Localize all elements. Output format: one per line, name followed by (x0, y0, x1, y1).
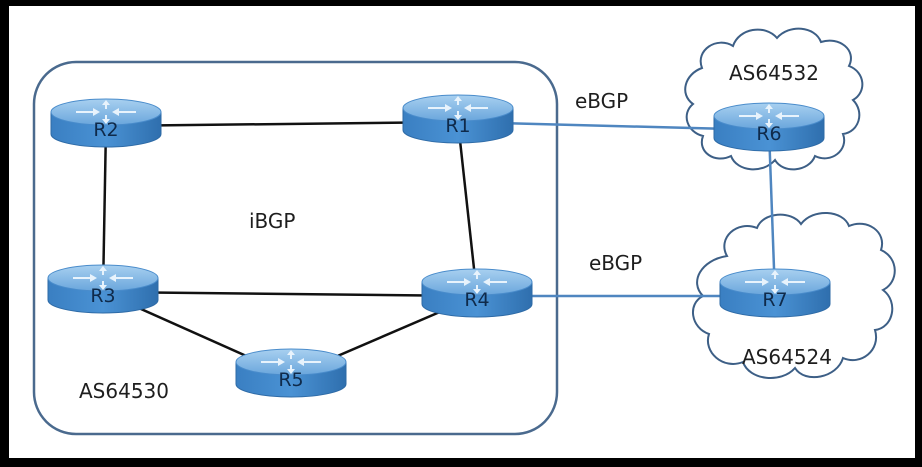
router-r1[interactable]: R1 (402, 94, 514, 144)
diagram-canvas: R1 R2 R3 R4 R5 R6 R7 iBGP eBGP (9, 6, 915, 458)
as64524-cloud (692, 211, 896, 380)
link-r2-r1 (105, 120, 459, 128)
router-label: R1 (445, 115, 470, 137)
router-r4[interactable]: R4 (421, 268, 533, 318)
as64532-label: AS64532 (729, 61, 819, 85)
router-top (402, 94, 514, 122)
router-r2[interactable]: R2 (50, 98, 162, 148)
router-arrows-icon (73, 266, 133, 290)
router-top (719, 268, 831, 296)
router-arrows-icon (745, 270, 805, 294)
router-top (50, 98, 162, 126)
router-top (713, 102, 825, 130)
router-r5[interactable]: R5 (235, 348, 347, 398)
ebgp-top-label: eBGP (575, 89, 628, 113)
router-r6[interactable]: R6 (713, 102, 825, 152)
router-label: R3 (90, 285, 115, 307)
link-r1-r4 (456, 121, 479, 297)
link-r6-r7 (767, 129, 777, 297)
router-arrows-icon (447, 270, 507, 294)
router-top (235, 348, 347, 376)
as64530-boundary (32, 60, 559, 436)
router-label: R2 (93, 119, 118, 141)
router-label: R7 (762, 289, 787, 311)
bgp-topology-diagram: R1 R2 R3 R4 R5 R6 R7 iBGP eBGP (32, 27, 896, 436)
router-r3[interactable]: R3 (47, 264, 159, 314)
link-r3-r4 (102, 290, 478, 298)
ebgp-bottom-label: eBGP (589, 251, 642, 275)
router-label: R6 (756, 123, 781, 145)
as64524-label: AS64524 (742, 345, 832, 369)
router-top (421, 268, 533, 296)
router-top (47, 264, 159, 292)
router-label: R5 (278, 369, 303, 391)
router-r7[interactable]: R7 (719, 268, 831, 318)
router-arrows-icon (76, 100, 136, 124)
as64532-cloud (684, 27, 864, 171)
router-arrows-icon (261, 350, 321, 374)
router-arrows-icon (739, 104, 799, 128)
router-arrows-icon (428, 96, 488, 120)
as64530-label: AS64530 (79, 379, 169, 403)
link-r2-r3 (101, 125, 108, 293)
ibgp-label: iBGP (249, 209, 295, 233)
router-label: R4 (464, 289, 489, 311)
